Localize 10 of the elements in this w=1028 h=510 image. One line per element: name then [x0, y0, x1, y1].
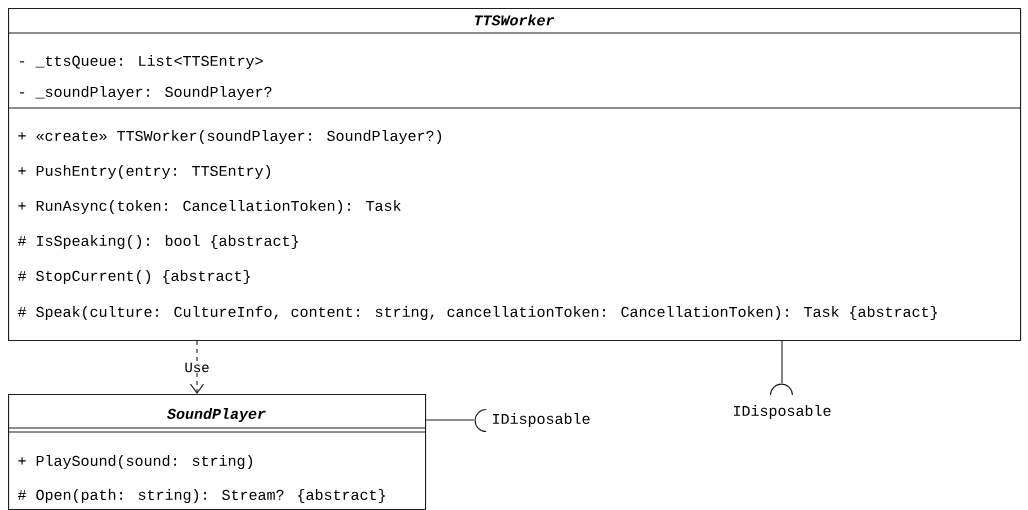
- class-box: SoundPlayer + PlaySound(sound: string) # Open(path: string): Stream? {abstract}: [7, 394, 427, 510]
- connector: [781, 340, 783, 384]
- class-box: TTSWorker - _ttsQueue: List<TTSEntry> - _soundPlayer: SoundPlayer? + «create» TTSWorker(soundPlayer: SoundPlayer?) + PushEntry(entry: TTSEntry) + RunAsync(token: CancellationToken): Task # IsSpeaking(): bool {abstract} # StopCurrent() {abstract} # Speak(culture: CultureInfo, content: string, cancellationToken: CancellationToken): Task {abstract}: [7, 8, 1022, 342]
- connector: [189, 340, 205, 394]
- interface-label: IDisposable: [493, 413, 590, 427]
- socket-symbol: [474, 409, 487, 433]
- interface-label: IDisposable: [734, 405, 831, 419]
- socket-symbol: [769, 383, 793, 396]
- connector: [425, 419, 475, 421]
- edge-label: Use: [183, 361, 211, 374]
